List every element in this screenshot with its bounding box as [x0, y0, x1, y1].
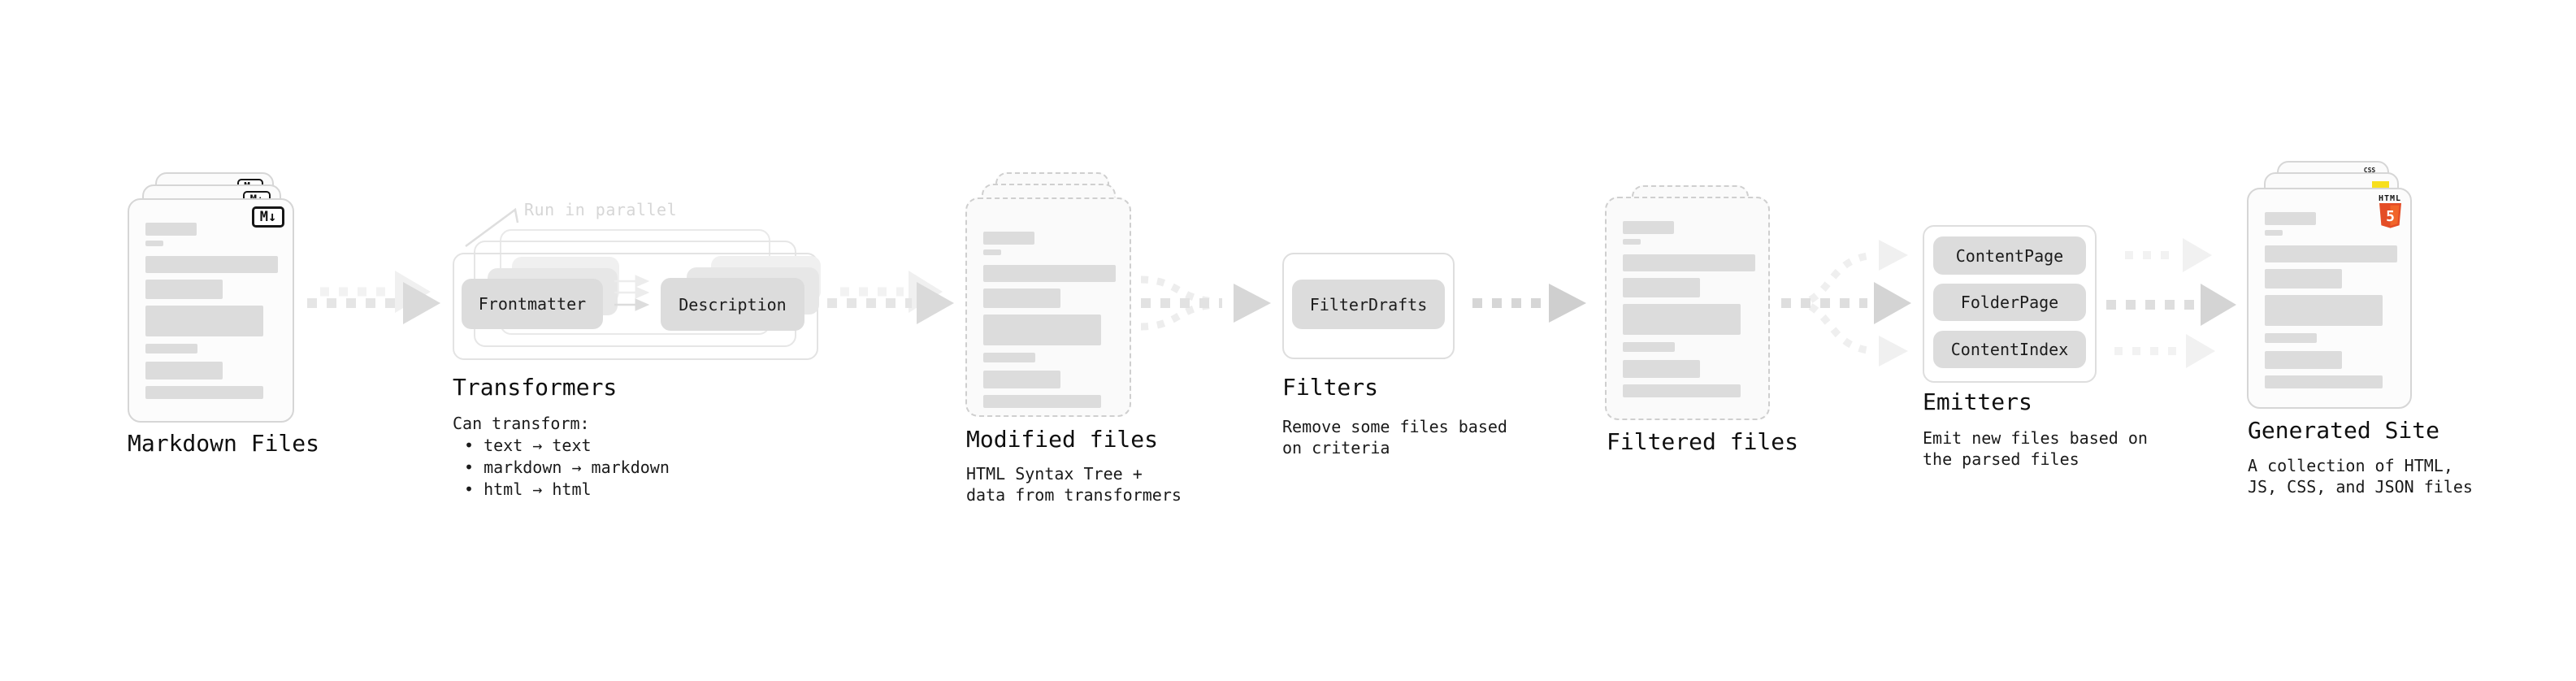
html5-shield: 5 — [2379, 203, 2401, 228]
file-content-placeholder — [983, 232, 1116, 408]
skeleton-bar — [983, 265, 1116, 282]
stage-label-generated-site: Generated Site — [2248, 417, 2440, 444]
arrow-transformers-to-modified — [827, 271, 954, 324]
run-in-parallel-callout: Run in parallel — [524, 200, 678, 219]
skeleton-bar — [1623, 239, 1641, 245]
transformer-box-frontmatter: Frontmatter — [462, 279, 603, 329]
transformer-box-description: Description — [661, 278, 804, 331]
skeleton-bar — [2265, 269, 2342, 288]
emitter-box-contentpage: ContentPage — [1933, 236, 2086, 275]
stage-label-markdown-files: Markdown Files — [128, 430, 320, 457]
html5-icon: HTML 5 — [2376, 194, 2404, 228]
skeleton-bar — [2265, 295, 2383, 326]
skeleton-bar — [983, 371, 1060, 388]
modified-files-desc: HTML Syntax Tree + data from transformer… — [966, 464, 1182, 505]
filters-desc: Remove some files based on criteria — [1282, 417, 1507, 458]
stage-label-filters: Filters — [1282, 374, 1379, 401]
markdown-file-card-front: M↓ — [128, 198, 294, 423]
transformers-desc-title: Can transform: — [453, 414, 590, 433]
skeleton-bar — [1623, 384, 1741, 397]
stage-label-emitters: Emitters — [1923, 388, 2032, 415]
stage-label-modified-files: Modified files — [966, 426, 1159, 453]
skeleton-bar — [1623, 304, 1741, 335]
arrows-emitters-to-generated — [2106, 238, 2236, 368]
emitters-desc: Emit new files based on the parsed files — [1923, 428, 2148, 469]
bullet-item: • text → text — [464, 436, 592, 455]
skeleton-bar — [145, 223, 197, 236]
emitter-box-folderpage: FolderPage — [1933, 284, 2086, 321]
file-content-placeholder — [2265, 212, 2397, 388]
js-icon — [2372, 181, 2389, 189]
svg-text:5: 5 — [2386, 208, 2395, 225]
stage-label-filtered-files: Filtered files — [1607, 428, 1799, 455]
markdown-icon: M↓ — [252, 206, 284, 228]
skeleton-bar — [983, 314, 1101, 345]
skeleton-bar — [983, 232, 1034, 245]
skeleton-bar — [145, 362, 223, 380]
file-content-placeholder — [1623, 221, 1755, 397]
skeleton-bar — [983, 353, 1035, 362]
emitter-box-contentindex: ContentIndex — [1933, 331, 2086, 368]
skeleton-bar — [145, 306, 263, 336]
modified-file-card-front — [965, 197, 1131, 417]
skeleton-bar — [145, 280, 223, 299]
skeleton-bar — [983, 395, 1101, 408]
skeleton-bar — [1623, 254, 1755, 271]
filtered-file-card-front — [1605, 197, 1770, 420]
skeleton-bar — [2265, 375, 2383, 388]
arrow-markdown-to-transformers — [307, 271, 440, 324]
transformers-bullet-list: • text → text • markdown → markdown • ht… — [464, 435, 670, 501]
generated-file-card-html: HTML 5 — [2247, 188, 2412, 409]
arrow-filters-to-filtered — [1472, 284, 1586, 323]
skeleton-bar — [2265, 230, 2283, 236]
skeleton-bar — [145, 256, 278, 273]
bullet-item: • html → html — [464, 479, 592, 499]
skeleton-bar — [1623, 360, 1700, 378]
arrow-filtered-to-emitters-split — [1781, 240, 1911, 367]
skeleton-bar — [1623, 278, 1700, 297]
stage-label-transformers: Transformers — [453, 374, 618, 401]
skeleton-bar — [1623, 342, 1675, 352]
generated-site-desc: A collection of HTML, JS, CSS, and JSON … — [2248, 456, 2473, 497]
skeleton-bar — [2265, 245, 2397, 262]
skeleton-bar — [145, 344, 197, 354]
skeleton-bar — [145, 386, 263, 399]
skeleton-bar — [2265, 212, 2316, 225]
skeleton-bar — [145, 241, 163, 246]
skeleton-bar — [1623, 221, 1674, 234]
file-content-placeholder — [145, 223, 278, 399]
bullet-item: • markdown → markdown — [464, 458, 670, 477]
skeleton-bar — [983, 288, 1060, 308]
filter-box-filterdrafts: FilterDrafts — [1292, 280, 1445, 329]
arrow-modified-to-filters-merge — [1140, 275, 1271, 331]
skeleton-bar — [2265, 351, 2342, 369]
skeleton-bar — [2265, 333, 2317, 343]
skeleton-bar — [983, 249, 1001, 255]
